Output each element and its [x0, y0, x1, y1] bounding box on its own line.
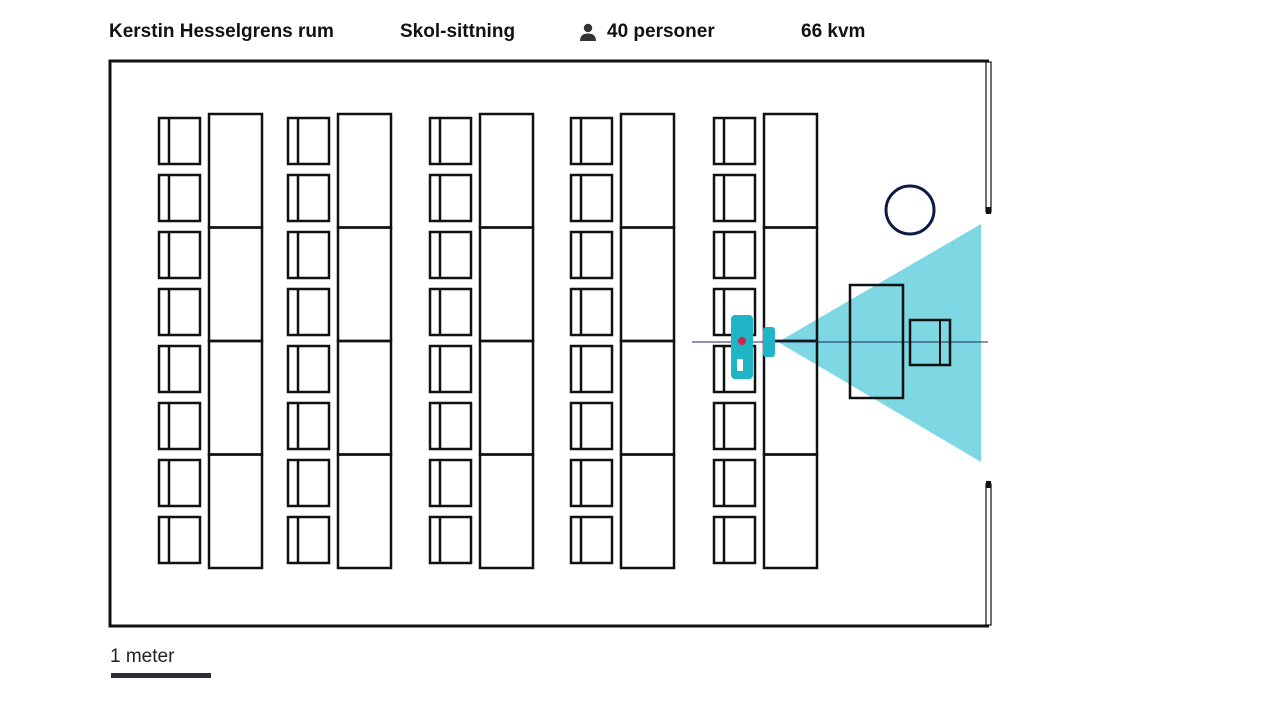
chair[interactable]: [157, 173, 202, 223]
layout-type: Skol-sittning: [400, 21, 516, 42]
chair[interactable]: [712, 230, 757, 280]
chair[interactable]: [428, 344, 473, 394]
chair[interactable]: [286, 173, 331, 223]
pillar-circle: [884, 184, 936, 236]
right-wall-upper: [985, 61, 992, 214]
chair[interactable]: [286, 344, 331, 394]
chair[interactable]: [157, 344, 202, 394]
chair[interactable]: [569, 116, 614, 166]
desk[interactable]: [762, 112, 819, 229]
desk[interactable]: [336, 339, 393, 456]
desk[interactable]: [619, 112, 676, 229]
chair[interactable]: [712, 401, 757, 451]
chair[interactable]: [712, 458, 757, 508]
seat-column: [286, 112, 393, 570]
room-walls: [108, 59, 989, 628]
desk[interactable]: [336, 226, 393, 343]
projector-indicator: [738, 337, 746, 345]
desk[interactable]: [207, 112, 264, 229]
capacity-label: 40 personer: [607, 21, 715, 42]
lectern-table[interactable]: [848, 283, 905, 400]
desk[interactable]: [207, 339, 264, 456]
chair[interactable]: [712, 515, 757, 565]
chair[interactable]: [157, 116, 202, 166]
chair[interactable]: [569, 458, 614, 508]
area-label: 66 kvm: [801, 21, 866, 42]
chair[interactable]: [286, 458, 331, 508]
chair[interactable]: [286, 401, 331, 451]
desk[interactable]: [207, 226, 264, 343]
chair[interactable]: [157, 515, 202, 565]
room-name: Kerstin Hesselgrens rum: [109, 21, 334, 42]
desk[interactable]: [619, 453, 676, 570]
chair[interactable]: [428, 287, 473, 337]
chair[interactable]: [428, 116, 473, 166]
scale-bar: [111, 673, 211, 678]
seat-column: [157, 112, 264, 570]
desk[interactable]: [207, 453, 264, 570]
desk[interactable]: [762, 453, 819, 570]
chair[interactable]: [286, 116, 331, 166]
projector[interactable]: [731, 315, 775, 379]
chair[interactable]: [157, 230, 202, 280]
seat-column: [569, 112, 676, 570]
desk[interactable]: [478, 339, 535, 456]
chair[interactable]: [428, 458, 473, 508]
chair[interactable]: [428, 401, 473, 451]
chair[interactable]: [428, 230, 473, 280]
projector-beam: [778, 224, 981, 462]
desk[interactable]: [619, 339, 676, 456]
chair[interactable]: [157, 458, 202, 508]
seat-column: [428, 112, 535, 570]
seat-column: [712, 112, 819, 570]
chair[interactable]: [428, 515, 473, 565]
desk[interactable]: [336, 112, 393, 229]
chair[interactable]: [569, 230, 614, 280]
chair[interactable]: [428, 173, 473, 223]
chair[interactable]: [157, 287, 202, 337]
right-wall-lower: [985, 481, 992, 626]
room-header: Kerstin Hesselgrens rum Skol-sittning 40…: [0, 20, 1280, 44]
desk[interactable]: [478, 453, 535, 570]
seating-area: [157, 112, 819, 570]
chair[interactable]: [286, 230, 331, 280]
desk[interactable]: [619, 226, 676, 343]
chair[interactable]: [712, 116, 757, 166]
desk[interactable]: [478, 226, 535, 343]
chair[interactable]: [569, 287, 614, 337]
desk[interactable]: [336, 453, 393, 570]
chair[interactable]: [569, 515, 614, 565]
chair[interactable]: [157, 401, 202, 451]
scale-label: 1 meter: [110, 646, 175, 667]
desk[interactable]: [478, 112, 535, 229]
chair[interactable]: [569, 344, 614, 394]
chair[interactable]: [569, 173, 614, 223]
chair[interactable]: [569, 401, 614, 451]
speaker-table[interactable]: [908, 318, 952, 367]
chair[interactable]: [286, 287, 331, 337]
chair[interactable]: [712, 173, 757, 223]
chair[interactable]: [286, 515, 331, 565]
person-icon: [580, 23, 596, 41]
